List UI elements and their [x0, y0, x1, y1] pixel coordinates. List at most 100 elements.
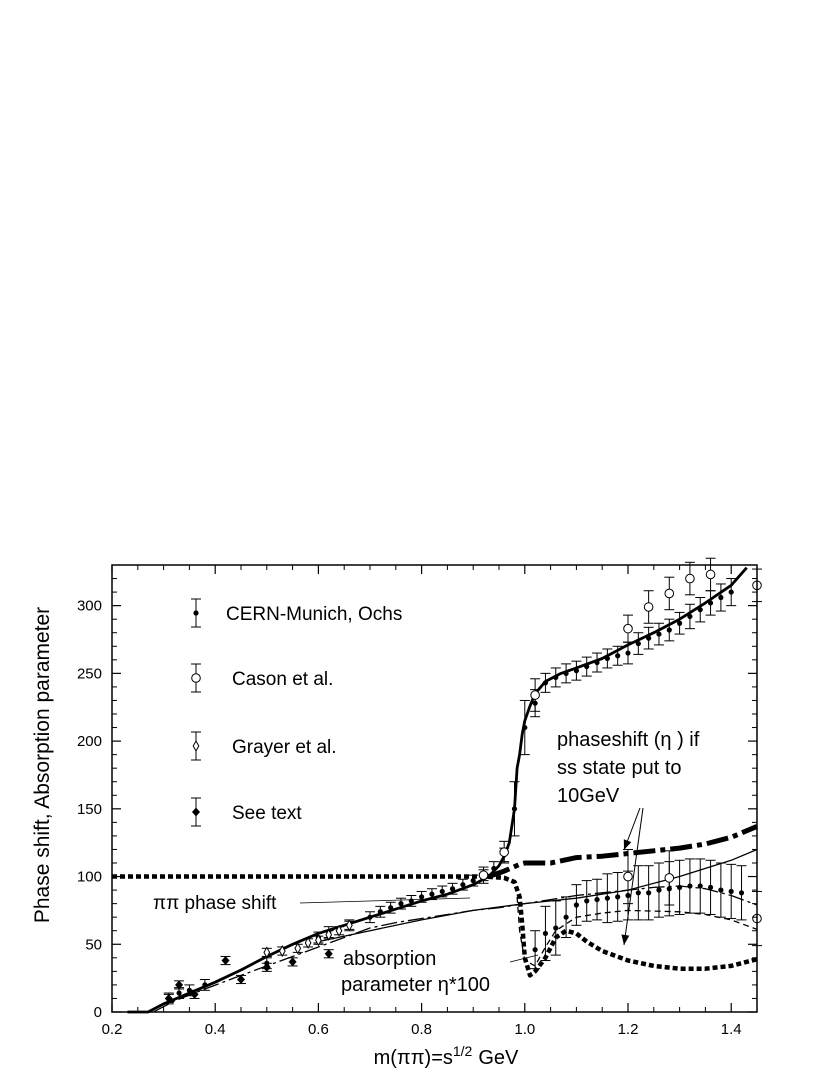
y-tick-label: 200 [77, 733, 102, 750]
x-tick-label: 1.4 [721, 1021, 742, 1038]
annotation-phase-shift-leader [299, 897, 471, 904]
data-point-grayer-et-al [294, 942, 302, 955]
legend-label: Cason et al. [232, 669, 333, 690]
data-point-cern-munich-ochs [491, 865, 497, 872]
data-point-grayer-et-al [335, 924, 343, 937]
data-point-cern-munich-ochs [604, 655, 610, 662]
data-point-cern-munich-ochs [542, 680, 549, 686]
data-point-cason-et-al [643, 602, 654, 612]
phase-shift-curve [127, 566, 748, 1014]
data-point-grayer-et-al [345, 919, 353, 932]
data-point-cern-munich-ochs [707, 884, 714, 890]
x-tick-label: 1.2 [618, 1021, 639, 1038]
data-point-cern-munich-ochs [542, 930, 549, 937]
data-point-see-text [175, 980, 184, 990]
data-point-cern-munich-ochs [584, 898, 590, 904]
legend-marker-open-diamond [192, 739, 200, 753]
data-point-cern-munich-ochs [449, 886, 456, 892]
annotation-ss-line2: ss state put to [557, 757, 682, 779]
data-point-cern-munich-ochs [408, 898, 414, 904]
annotation-arrow-ss-lower [623, 807, 644, 946]
data-point-cern-munich-ochs [186, 987, 192, 993]
data-point-cason-et-al [705, 569, 716, 580]
data-point-see-text [164, 993, 173, 1003]
data-point-cern-munich-ochs [176, 990, 182, 996]
x-tick-label: 0.2 [102, 1021, 123, 1038]
legend-label: CERN-Munich, Ochs [226, 604, 402, 625]
data-point-cern-munich-ochs [563, 914, 569, 920]
data-point-cern-munich-ochs [625, 650, 631, 656]
data-point-cason-et-al [623, 623, 633, 634]
data-point-cason-et-al [499, 847, 509, 857]
plot-frame [111, 564, 758, 1013]
y-tick-label: 50 [85, 936, 102, 953]
data-point-cern-munich-ochs [615, 894, 621, 900]
annotation-arrow-ss-lower-head [621, 934, 630, 945]
data-point-grayer-et-al [278, 945, 286, 958]
data-point-cern-munich-ochs [377, 909, 383, 915]
annotation-ss-line3: 10GeV [557, 785, 620, 807]
data-point-cern-munich-ochs [687, 883, 693, 889]
data-point-layer [163, 557, 762, 1005]
data-point-cern-munich-ochs [707, 600, 714, 606]
data-point-cason-et-al [623, 871, 633, 882]
data-point-cern-munich-ochs [728, 589, 734, 595]
x-tick-label: 0.4 [205, 1021, 226, 1038]
y-axis-label: Phase shift, Absorption parameter [31, 607, 54, 923]
y-tick-label: 100 [77, 869, 102, 886]
y-tick-label: 0 [94, 1004, 102, 1021]
annotation-arrow-ss-upper-head [623, 839, 632, 850]
data-point-cern-munich-ochs [635, 890, 641, 896]
data-point-cern-munich-ochs [202, 982, 208, 988]
data-point-cern-munich-ochs [594, 659, 600, 666]
x-axis-label-exponent: 1/2 [453, 1043, 473, 1059]
data-point-cern-munich-ochs [615, 653, 621, 659]
data-point-cern-munich-ochs [646, 635, 652, 641]
data-point-cern-munich-ochs [646, 890, 652, 896]
legend-label: See text [232, 803, 302, 824]
data-point-cern-munich-ochs [635, 640, 641, 647]
data-point-grayer-et-al [263, 946, 271, 959]
data-point-cern-munich-ochs [573, 668, 580, 674]
data-point-grayer-et-al [315, 934, 322, 947]
data-point-grayer-et-al [325, 928, 333, 941]
thin-phase-curve [318, 848, 758, 943]
data-point-cern-munich-ochs [738, 890, 745, 896]
data-point-cern-munich-ochs [419, 894, 425, 900]
y-tick-label: 250 [77, 665, 102, 682]
legend-marker-open-circle [191, 673, 201, 683]
x-tick-label: 0.8 [411, 1021, 432, 1038]
data-point-see-text [237, 974, 245, 984]
y-tick-label: 300 [77, 598, 102, 615]
data-point-cern-munich-ochs [553, 674, 559, 681]
data-point-cern-munich-ochs [728, 888, 734, 895]
ss-phase-curve [487, 824, 758, 879]
data-point-cern-munich-ochs [398, 901, 404, 907]
data-point-cern-munich-ochs [460, 882, 466, 888]
data-point-cern-munich-ochs [563, 670, 569, 676]
data-point-cern-munich-ochs [697, 883, 703, 889]
x-tick-label: 0.6 [308, 1021, 329, 1038]
data-point-cern-munich-ochs [718, 594, 724, 601]
data-point-see-text [288, 957, 297, 967]
data-point-cern-munich-ochs [388, 905, 394, 911]
data-point-cern-munich-ochs [656, 887, 662, 893]
legend-label: Grayer et al. [232, 737, 337, 758]
data-point-cern-munich-ochs [429, 891, 435, 897]
data-point-cason-et-al [478, 870, 489, 880]
data-point-cern-munich-ochs [594, 896, 600, 903]
data-point-cern-munich-ochs [677, 884, 683, 890]
data-point-cern-munich-ochs [718, 887, 724, 893]
data-point-cern-munich-ochs [367, 914, 373, 920]
data-point-grayer-et-al [304, 936, 312, 949]
x-axis-label-unit: GeV [478, 1047, 519, 1069]
data-point-cern-munich-ochs [666, 627, 672, 633]
data-point-cern-munich-ochs [553, 925, 559, 931]
data-point-cern-munich-ochs [522, 724, 528, 731]
data-point-cern-munich-ochs [573, 902, 580, 908]
